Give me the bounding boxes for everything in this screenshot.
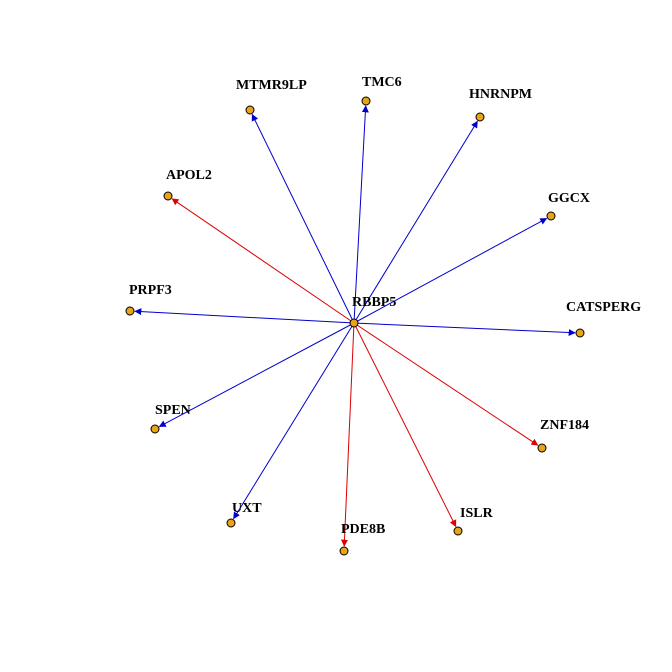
node-rbbp5[interactable] [349,318,359,328]
node-label-islr: ISLR [460,506,494,521]
edge-rbbp5-tmc6 [353,105,369,324]
node-label-pde8b: PDE8B [341,522,385,537]
edge-rbbp5-pde8b [340,322,355,547]
node-label-znf184: ZNF184 [540,418,589,433]
edge-rbbp5-hnrnpm [353,120,478,324]
node-label-catsperg: CATSPERG [566,300,641,315]
nodes-layer [125,96,585,556]
node-label-hnrnpm: HNRNPM [469,87,532,102]
node-apol2[interactable] [163,191,173,201]
node-mtmr9lp[interactable] [245,105,255,115]
node-znf184[interactable] [537,443,547,453]
edge-rbbp5-ggcx [353,217,548,324]
node-label-prpf3: PRPF3 [129,283,172,298]
node-prpf3[interactable] [125,306,135,316]
edge-rbbp5-islr [353,322,457,528]
node-label-spen: SPEN [155,403,191,418]
edge-rbbp5-znf184 [353,322,539,446]
node-islr[interactable] [453,526,463,536]
edge-rbbp5-mtmr9lp [251,113,355,324]
node-pde8b[interactable] [339,546,349,556]
edge-rbbp5-uxt [233,322,355,520]
node-spen[interactable] [150,424,160,434]
node-label-apol2: APOL2 [166,168,212,183]
node-uxt[interactable] [226,518,236,528]
edge-rbbp5-prpf3 [134,308,355,324]
node-ggcx[interactable] [546,211,556,221]
node-tmc6[interactable] [361,96,371,106]
node-label-uxt: UXT [232,501,262,516]
node-label-ggcx: GGCX [548,191,590,206]
node-catsperg[interactable] [575,328,585,338]
edge-rbbp5-catsperg [353,322,576,337]
edges-layer [134,105,576,547]
edge-rbbp5-spen [158,322,355,428]
edge-rbbp5-apol2 [171,198,355,324]
node-label-rbbp5: RBBP5 [352,295,396,310]
node-hnrnpm[interactable] [475,112,485,122]
node-label-tmc6: TMC6 [362,75,402,90]
node-label-mtmr9lp: MTMR9LP [236,78,307,93]
